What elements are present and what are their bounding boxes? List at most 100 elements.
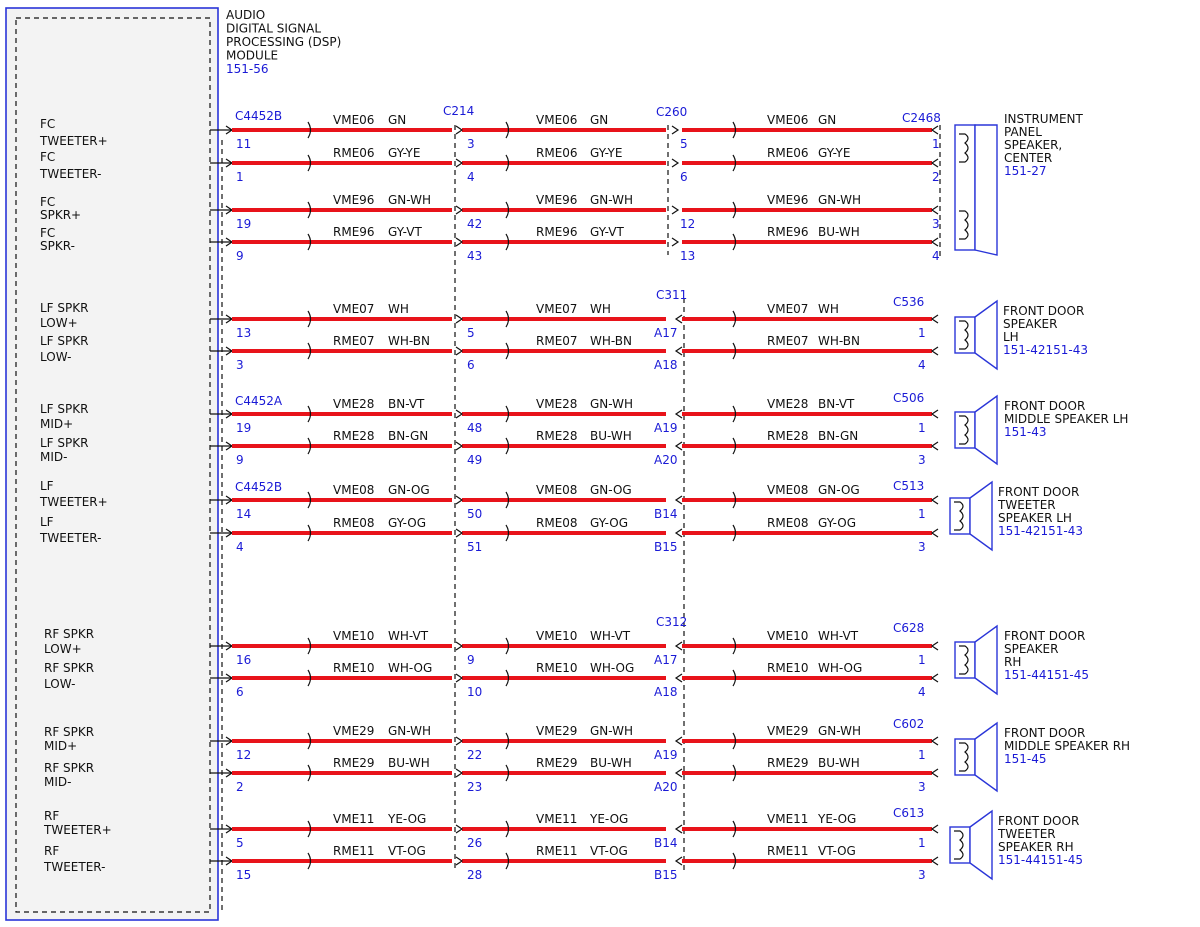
connector-arrow xyxy=(674,314,683,324)
wire-circuit-label: RME10 xyxy=(767,661,809,675)
twisted-pair-marker xyxy=(505,201,510,219)
twisted-pair-marker xyxy=(732,342,737,360)
twisted-pair-marker xyxy=(307,491,312,509)
twisted-pair-marker xyxy=(732,764,737,782)
wire-circuit-label: RME08 xyxy=(536,516,578,530)
connector-label: C312 xyxy=(656,615,687,629)
pin-signal-label: TWEETER- xyxy=(39,167,101,181)
pin-number: 3 xyxy=(932,217,940,231)
twisted-pair-marker xyxy=(307,154,312,172)
connector-arrow xyxy=(930,125,939,135)
wire-circuit-label: RME28 xyxy=(767,429,809,443)
wire-color-label: GN-WH xyxy=(590,193,633,207)
pin-number: 3 xyxy=(918,540,926,554)
wire-circuit-label: VME10 xyxy=(333,629,374,643)
pin-number: 5 xyxy=(467,326,475,340)
pin-number: 13 xyxy=(680,249,695,263)
twisted-pair-marker xyxy=(732,437,737,455)
pin-number: 4 xyxy=(918,685,926,699)
wire-color-label: WH-OG xyxy=(590,661,634,675)
wire-circuit-label: RME08 xyxy=(333,516,375,530)
connector-arrow xyxy=(671,125,680,135)
pin-number: 23 xyxy=(467,780,482,794)
twisted-pair-marker xyxy=(307,342,312,360)
wire-circuit-label: RME29 xyxy=(767,756,809,770)
wire-circuit-label: RME29 xyxy=(536,756,578,770)
pin-number: 1 xyxy=(918,653,926,667)
speaker-coil xyxy=(959,742,969,772)
wire-color-label: WH-BN xyxy=(590,334,632,348)
speaker-coil xyxy=(959,645,969,675)
wire-color-label: BN-VT xyxy=(388,397,425,411)
pin-signal-label: LF xyxy=(40,515,54,529)
speaker-cone xyxy=(974,124,998,256)
connector-label: C506 xyxy=(893,391,924,405)
twisted-pair-marker xyxy=(505,669,510,687)
pin-number: 4 xyxy=(467,170,475,184)
pin-number: 1 xyxy=(918,326,926,340)
twisted-pair-marker xyxy=(505,342,510,360)
wire-circuit-label: RME96 xyxy=(333,225,375,239)
speaker-name-line: SPEAKER xyxy=(1004,642,1058,656)
wire-color-label: YE-OG xyxy=(589,812,628,826)
pin-signal-label: TWEETER+ xyxy=(43,823,112,837)
wire-color-label: WH-BN xyxy=(818,334,860,348)
wire-circuit-label: VME07 xyxy=(536,302,577,316)
wire-color-label: GN xyxy=(388,113,406,127)
connector-arrow xyxy=(674,528,683,538)
twisted-pair-marker xyxy=(732,491,737,509)
wire-color-label: GN-WH xyxy=(590,397,633,411)
wire-circuit-label: VME11 xyxy=(333,812,374,826)
wire-color-label: GN-WH xyxy=(388,193,431,207)
wire-color-label: WH-OG xyxy=(818,661,862,675)
speaker-name-line: FRONT DOOR xyxy=(1004,399,1085,413)
speaker-magnet xyxy=(954,316,976,354)
wire-color-label: VT-OG xyxy=(818,844,856,858)
wire-color-label: GN xyxy=(818,113,836,127)
pin-number: 1 xyxy=(918,421,926,435)
twisted-pair-marker xyxy=(732,524,737,542)
wire-circuit-label: VME96 xyxy=(333,193,374,207)
speaker-name-line: SPEAKER xyxy=(1003,317,1057,331)
connector-arrow xyxy=(455,125,464,135)
speaker-cone xyxy=(974,624,998,696)
wire-circuit-label: RME11 xyxy=(767,844,809,858)
connector-arrow xyxy=(674,641,683,651)
wire-color-label: BU-WH xyxy=(590,756,632,770)
wire-circuit-label: VME07 xyxy=(333,302,374,316)
wire-color-label: WH-VT xyxy=(818,629,859,643)
pin-number: A18 xyxy=(654,358,677,372)
pin-number: 19 xyxy=(236,421,251,435)
speaker-magnet xyxy=(949,826,971,864)
wire-circuit-label: VME08 xyxy=(536,483,577,497)
wire-circuit-label: VME11 xyxy=(767,812,808,826)
pin-signal-label: TWEETER- xyxy=(43,860,105,874)
connector-label: C214 xyxy=(443,104,474,118)
speaker-coil xyxy=(954,830,964,860)
pin-signal-label: RF SPKR xyxy=(44,725,94,739)
connector-arrow xyxy=(455,346,464,356)
connector-arrow xyxy=(455,736,464,746)
wire-color-label: YE-OG xyxy=(387,812,426,826)
pin-number: B15 xyxy=(654,868,678,882)
speaker-ref: 151-44151-45 xyxy=(998,853,1083,867)
pin-number: 2 xyxy=(932,170,940,184)
pin-number: A19 xyxy=(654,421,677,435)
pin-number: 6 xyxy=(467,358,475,372)
wire-circuit-label: RME07 xyxy=(536,334,578,348)
connector-arrow xyxy=(455,768,464,778)
twisted-pair-marker xyxy=(505,524,510,542)
connector-arrow xyxy=(930,768,939,778)
wire-color-label: BU-WH xyxy=(818,756,860,770)
wire-color-label: WH xyxy=(388,302,409,316)
wire-circuit-label: RME11 xyxy=(333,844,375,858)
pin-number: B14 xyxy=(654,836,678,850)
twisted-pair-marker xyxy=(307,669,312,687)
speaker-cone xyxy=(969,480,993,552)
connector-label: C260 xyxy=(656,105,687,119)
wire-color-label: GN-OG xyxy=(590,483,632,497)
pin-signal-label: LOW- xyxy=(40,350,71,364)
speaker-magnet xyxy=(954,738,976,776)
connector-label: C602 xyxy=(893,717,924,731)
wire-circuit-label: RME10 xyxy=(536,661,578,675)
